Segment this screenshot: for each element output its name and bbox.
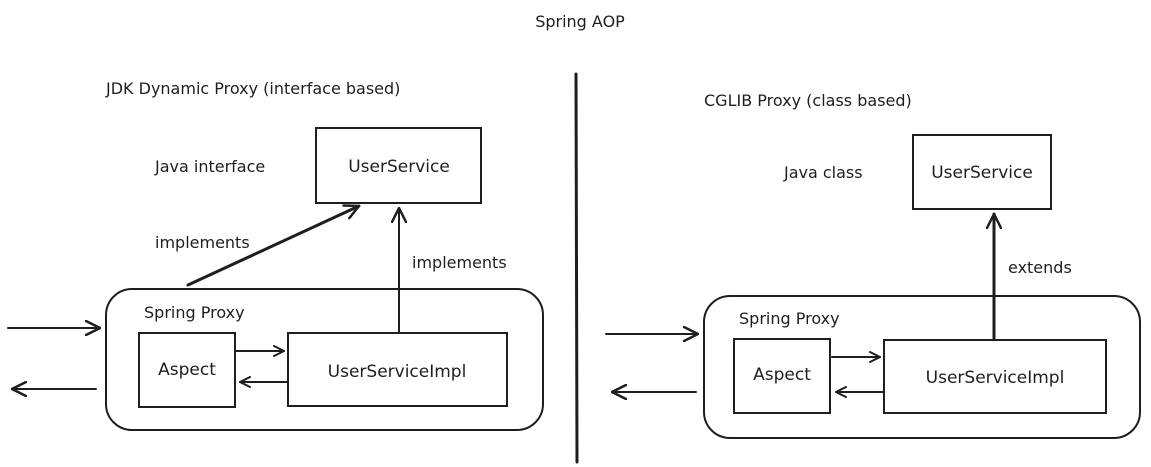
jdk-interface-box [315, 127, 482, 204]
jdk-impl-box [287, 332, 508, 407]
cglib-impl-box [883, 339, 1107, 414]
jdk-aspect-label: Aspect [158, 360, 216, 380]
cglib-aspect-label: Aspect [753, 365, 811, 385]
jdk-aspect-box [138, 332, 236, 408]
jdk-impl-label: UserServiceImpl [328, 362, 467, 382]
cglib-class-box [912, 134, 1052, 210]
cglib-impl-label: UserServiceImpl [926, 368, 1065, 388]
jdk-impl-implements-label: implements [412, 253, 507, 272]
cglib-proxy-section: CGLIB Proxy (class based) Java class Use… [605, 91, 1141, 439]
diagram-title: Spring AOP [535, 12, 625, 31]
section-divider [574, 72, 579, 464]
cglib-class-label: Java class [783, 163, 863, 182]
jdk-heading: JDK Dynamic Proxy (interface based) [105, 79, 400, 98]
jdk-proxy-section: JDK Dynamic Proxy (interface based) Java… [7, 79, 544, 431]
jdk-proxy-implements-label: implements [155, 233, 250, 252]
jdk-interface-box-label: UserService [348, 157, 450, 177]
cglib-heading: CGLIB Proxy (class based) [704, 91, 912, 110]
jdk-interface-label: Java interface [154, 157, 265, 176]
jdk-proxy-implements-arrow [186, 206, 361, 287]
cglib-extends-label: extends [1008, 258, 1072, 277]
cglib-spring-proxy-label: Spring Proxy [739, 309, 840, 328]
cglib-aspect-box [733, 338, 831, 414]
jdk-spring-proxy-label: Spring Proxy [144, 303, 245, 322]
cglib-class-box-label: UserService [931, 163, 1033, 183]
